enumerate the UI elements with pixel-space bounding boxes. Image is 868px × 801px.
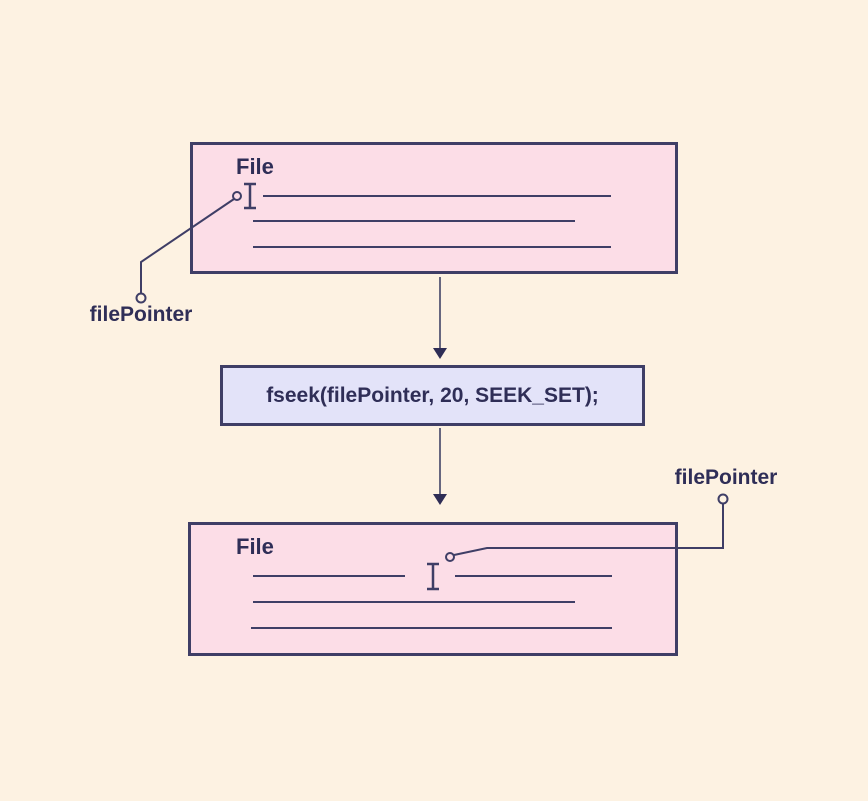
- file-pointer-label-after: filePointer: [674, 466, 778, 489]
- flow-arrow-down-1: [433, 277, 447, 359]
- file-box-before: [190, 142, 678, 274]
- file-label-before: File: [236, 154, 274, 179]
- fseek-box: fseek(filePointer, 20, SEEK_SET);: [220, 365, 645, 426]
- fseek-code: fseek(filePointer, 20, SEEK_SET);: [266, 383, 599, 407]
- file-label-after: File: [236, 534, 274, 559]
- file-pointer-label-before: filePointer: [89, 303, 193, 326]
- flow-arrow-down-2: [433, 428, 447, 505]
